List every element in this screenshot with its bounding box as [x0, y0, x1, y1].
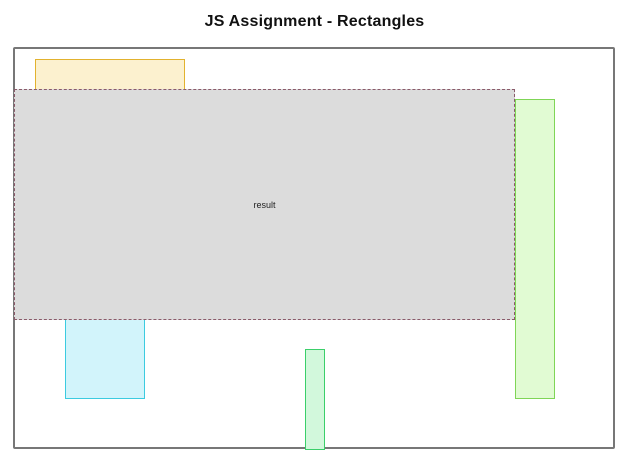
lime-rectangle — [515, 99, 555, 399]
green-rectangle — [305, 349, 325, 450]
cyan-rectangle — [65, 319, 145, 399]
yellow-rectangle — [35, 59, 185, 90]
result-rectangle: result — [14, 89, 515, 320]
page-title: JS Assignment - Rectangles — [204, 13, 425, 30]
result-label: result — [253, 199, 276, 210]
